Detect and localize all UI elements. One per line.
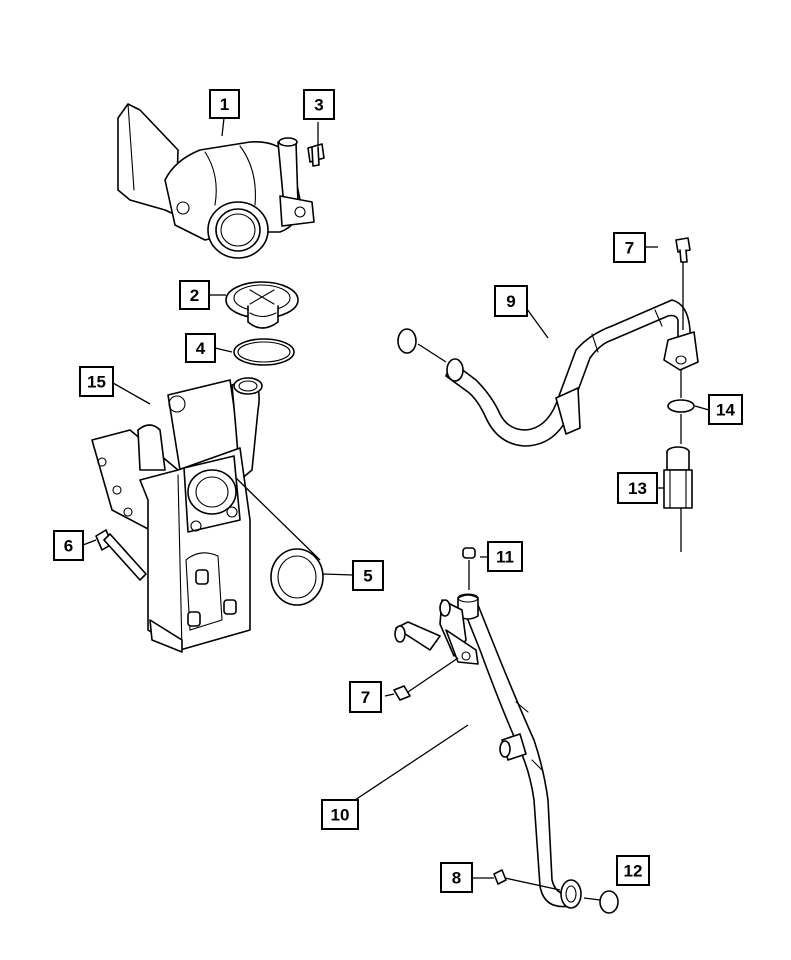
svg-text:7: 7 [361,688,370,707]
fitting-part-13 [663,414,693,552]
o-ring-part-12 [583,890,619,914]
svg-text:7: 7 [625,239,634,258]
callout-14: 14 [708,394,743,425]
thermostat-housing [117,103,315,259]
coolant-tube-part-10 [394,593,582,909]
svg-text:15: 15 [87,373,106,392]
o-ring-part-4 [233,338,295,366]
coolant-housing [91,377,263,653]
svg-text:10: 10 [331,806,350,825]
callout-3: 3 [303,89,335,120]
callout-5: 5 [352,560,384,591]
cap-part-11 [462,547,476,590]
bolt-part-6 [95,529,147,581]
svg-text:13: 13 [628,479,647,498]
bolt-part-7-lower [393,657,459,701]
callout-9: 9 [494,285,528,317]
o-ring-part-14 [667,370,695,413]
leader-lines [82,117,710,879]
svg-text:11: 11 [496,548,514,567]
svg-text:8: 8 [452,869,461,888]
callout-1: 1 [209,89,240,119]
svg-text:3: 3 [314,96,323,115]
callout-11: 11 [487,541,523,572]
bolt-part-7-upper [675,237,691,330]
bolt-part-3 [307,143,325,167]
callout-15: 15 [79,366,114,397]
svg-text:14: 14 [716,401,735,420]
callout-4: 4 [185,333,216,363]
svg-text:1: 1 [220,95,229,114]
callout-2: 2 [179,280,210,310]
callout-13: 13 [617,472,658,504]
coolant-tube-part-9 [445,299,699,447]
thermostat [225,281,299,329]
callout-10: 10 [321,799,359,830]
svg-text:12: 12 [624,862,643,881]
callout-7-upper: 7 [613,232,646,263]
svg-text:2: 2 [190,286,199,305]
callout-6: 6 [53,530,84,561]
callout-7-lower: 7 [349,681,382,713]
callout-12: 12 [616,855,650,886]
svg-text:6: 6 [64,537,73,556]
svg-text:9: 9 [506,292,515,311]
bolt-part-8 [493,869,561,891]
seal-part-5 [270,548,324,606]
svg-text:5: 5 [363,567,372,586]
svg-text:4: 4 [196,339,206,358]
o-ring-tube-9 [397,328,417,354]
callout-8: 8 [440,862,473,893]
